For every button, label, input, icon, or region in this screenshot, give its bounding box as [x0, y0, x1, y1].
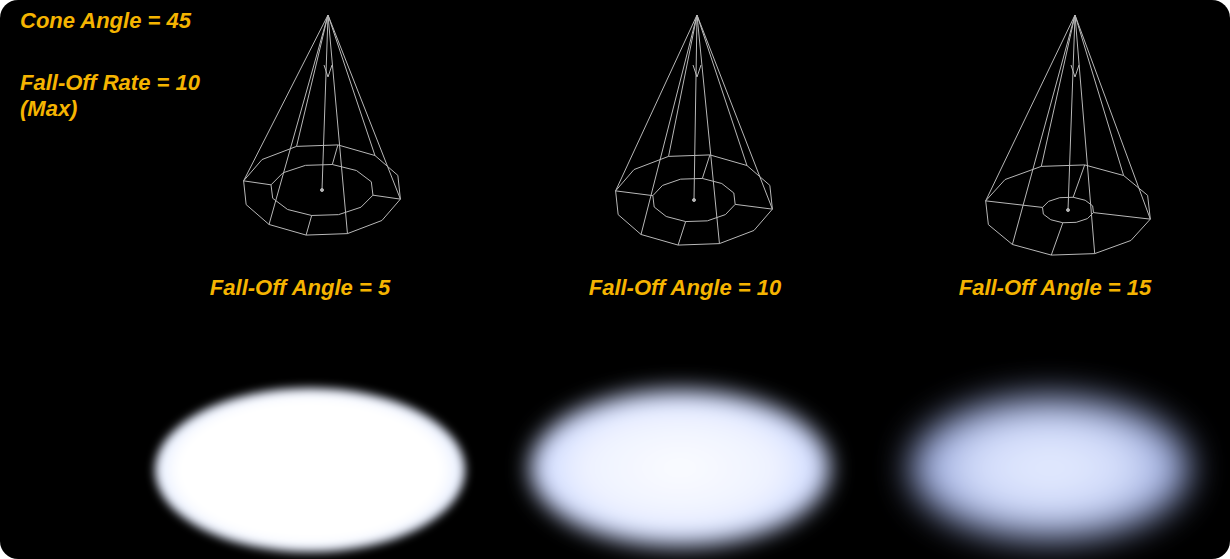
- light-spot: [530, 390, 830, 546]
- fall-off-label: Fall-Off Angle = 10: [545, 275, 825, 301]
- light-spot: [155, 388, 465, 552]
- fall-off-label: Fall-Off Angle = 5: [160, 275, 440, 301]
- cone-wireframe: [616, 15, 773, 245]
- cone-wireframe: [244, 15, 401, 235]
- setting-label: Fall-Off Rate = 10 (Max): [20, 70, 235, 122]
- cone-wireframe: [986, 15, 1151, 255]
- setting-label: Cone Angle = 45: [20, 8, 280, 34]
- light-spot: [910, 396, 1190, 540]
- fall-off-label: Fall-Off Angle = 15: [915, 275, 1195, 301]
